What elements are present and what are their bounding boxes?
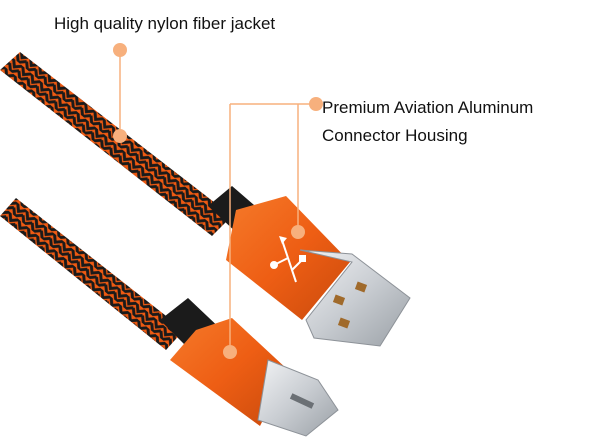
housing-label-line1: Premium Aviation Aluminum bbox=[322, 98, 534, 117]
jacket-label: High quality nylon fiber jacket bbox=[54, 14, 276, 33]
micro-usb-housing bbox=[170, 318, 288, 426]
micro-usb-slot bbox=[289, 393, 315, 409]
usb-a-pin-hole-2 bbox=[332, 294, 346, 306]
housing-callout-dot-upper bbox=[291, 225, 305, 239]
usb-icon bbox=[270, 236, 306, 283]
callout-lines bbox=[113, 43, 323, 359]
usb-a-pin-hole-3 bbox=[337, 317, 351, 329]
usb-a-metal-plug bbox=[299, 249, 411, 347]
jacket-callout-dot-bottom bbox=[113, 129, 127, 143]
micro-usb-cable bbox=[0, 198, 339, 437]
usb-a-cable bbox=[0, 52, 411, 347]
housing-label-line2: Connector Housing bbox=[322, 126, 468, 145]
jacket-callout-dot-top bbox=[113, 43, 127, 57]
housing-callout-dot-top bbox=[309, 97, 323, 111]
lower-cable-jacket bbox=[0, 198, 184, 350]
housing-callout-dot-lower bbox=[223, 345, 237, 359]
upper-cable-jacket bbox=[0, 52, 232, 236]
usb-a-pin-hole-1 bbox=[354, 281, 368, 293]
housing-label: Premium Aviation Aluminum Connector Hous… bbox=[322, 94, 533, 150]
